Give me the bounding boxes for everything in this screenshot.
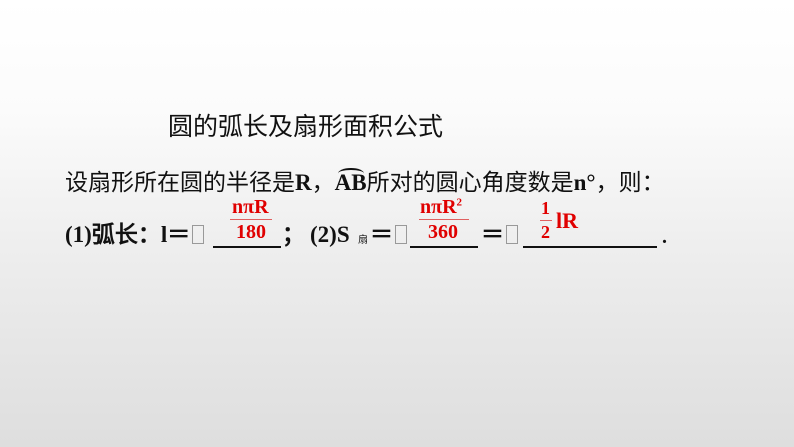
separator: ；: [282, 222, 305, 247]
placeholder-box: [506, 225, 518, 244]
part2-label: (2)S: [310, 222, 350, 247]
sector-subscript: 扇: [358, 235, 368, 246]
blank-sector-area-lr: [523, 246, 657, 248]
angle-symbol: n°: [573, 170, 596, 195]
square-exponent: 2: [456, 196, 463, 209]
arc-ab: AB: [334, 168, 367, 195]
radius-symbol: R: [295, 170, 312, 195]
l-equals: l＝: [160, 222, 191, 247]
intro-middle: 所对的圆心角度数是: [366, 170, 574, 195]
fraction-bar: [540, 220, 552, 221]
blank-arc-length: [213, 246, 281, 248]
area-denominator: 360: [428, 221, 458, 243]
period: .: [662, 226, 667, 248]
arc-denominator: 180: [236, 221, 266, 243]
page-title: 圆的弧长及扇形面积公式: [168, 114, 444, 141]
intro-prefix: 设扇形所在圆的半径是: [65, 170, 295, 195]
lr-term: lR: [556, 208, 578, 233]
placeholder-box: [192, 225, 205, 244]
equals-sign: ＝: [370, 222, 393, 247]
area-numerator-text: nπR: [420, 196, 457, 218]
area-numerator: nπR2: [420, 197, 462, 217]
arc-numerator: nπR: [232, 196, 269, 218]
equals: ＝: [370, 223, 409, 246]
fraction-bar: [230, 219, 272, 220]
half-numerator: 1: [541, 198, 550, 218]
comma: ，: [311, 170, 335, 195]
fraction-bar: [419, 219, 469, 220]
part1-label: (1)弧长：: [65, 222, 161, 247]
formula-line: (1)弧长：l＝: [65, 223, 206, 246]
equals-sign: ＝: [481, 222, 504, 247]
intro-suffix: ，则：: [595, 170, 665, 195]
intro-sentence: 设扇形所在圆的半径是R，AB所对的圆心角度数是n°，则：: [65, 168, 665, 195]
placeholder-box: [395, 225, 407, 244]
equals-2: ＝: [481, 223, 520, 246]
blank-sector-area: [410, 246, 478, 248]
half-denominator: 2: [541, 222, 550, 242]
